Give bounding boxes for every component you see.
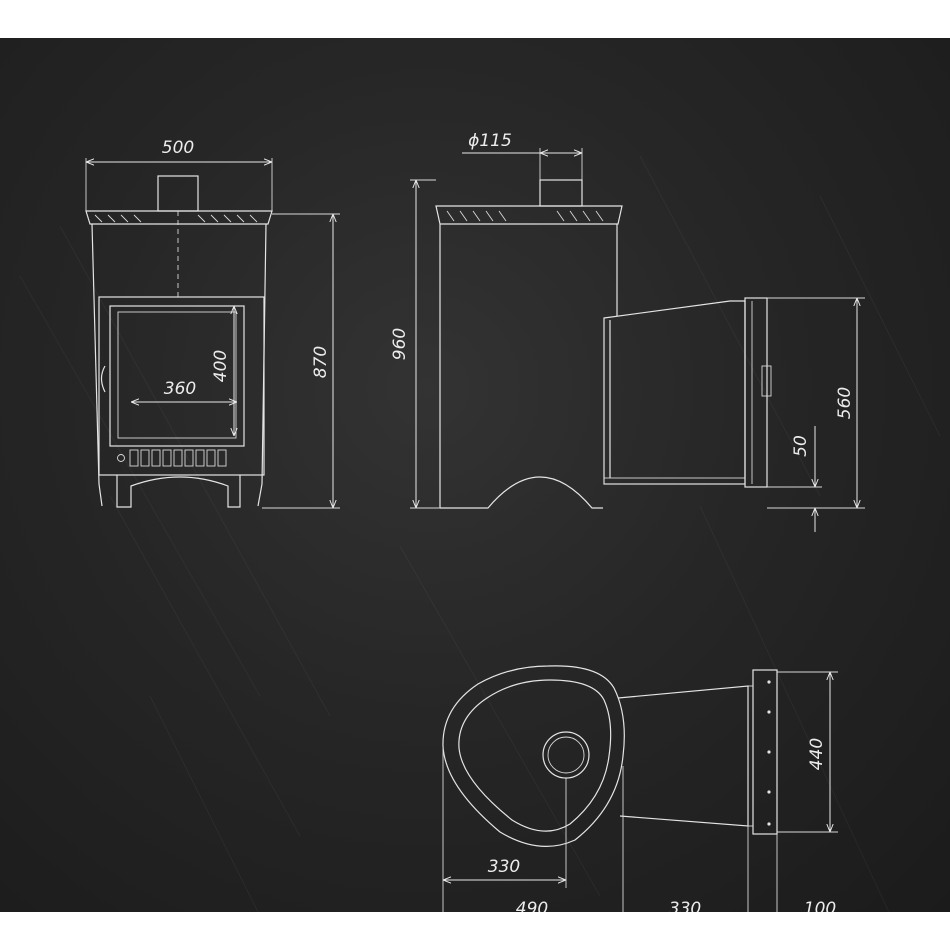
dim-plan-center-offset: 330: [488, 857, 520, 877]
side-dimensions: ϕ115 960 560 50: [390, 131, 865, 532]
dim-tunnel-height: 560: [835, 387, 855, 419]
top-view: [442, 665, 778, 847]
dim-door-width: 360: [164, 379, 196, 399]
dim-plan-depth: 440: [807, 738, 827, 770]
dim-plan-flange-length: 100: [804, 899, 836, 912]
dim-chimney-diameter: ϕ115: [468, 131, 512, 151]
chalkboard-background: 500 870 360 400 ϕ115 960: [0, 38, 950, 912]
dim-door-height: 400: [211, 350, 231, 382]
dim-side-height: 960: [390, 328, 410, 360]
side-view: [435, 179, 772, 509]
top-dimensions: 440 330 490 330 100 920: [442, 671, 838, 912]
dim-front-width: 500: [162, 138, 194, 158]
dim-plan-body-length: 490: [516, 899, 548, 912]
chalk-texture: [19, 155, 941, 912]
dim-front-height: 870: [311, 346, 331, 378]
front-view: [85, 175, 273, 508]
dim-plan-tunnel-length: 330: [669, 899, 701, 912]
stove-technical-drawing: 500 870 360 400 ϕ115 960: [19, 131, 941, 912]
dim-tunnel-offset: 50: [791, 435, 811, 457]
front-dimensions: 500 870 360 400: [85, 138, 340, 509]
